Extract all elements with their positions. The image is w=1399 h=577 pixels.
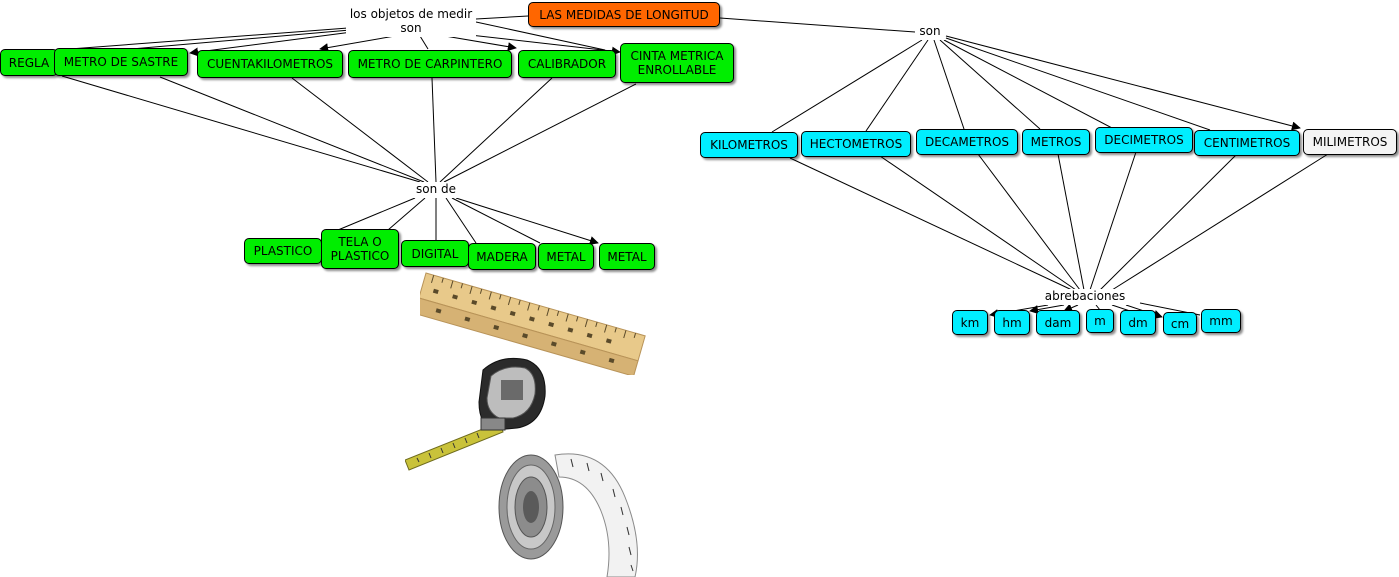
concept-cinta-metrica-enrollable[interactable]: CINTA METRICA ENROLLABLE [620,43,734,83]
link-sonde-plastico [337,197,416,231]
concept-dam[interactable]: dam [1036,310,1080,335]
concept-decimetros[interactable]: DECIMETROS [1095,127,1193,153]
link-objetos-sastre [119,29,351,51]
link-abr-hm [1029,304,1065,315]
link-main-son [719,17,916,33]
link-sonde-metal2 [455,197,599,245]
concept-decametros[interactable]: DECAMETROS [916,129,1018,155]
concept-m[interactable]: m [1086,309,1114,333]
concept-km[interactable]: km [952,310,988,335]
concept-cuentakilometros[interactable]: CUENTAKILOMETROS [197,50,343,78]
concept-digital[interactable]: DIGITAL [401,240,469,267]
link-son-metros [939,39,1041,130]
link-main-objetos [475,15,529,20]
tela-line2: PLASTICO [330,249,390,263]
concept-metros[interactable]: METROS [1022,129,1090,155]
ruler-image [420,272,646,375]
link-calibrador-sonde [439,77,553,183]
link-son-dm [943,39,1113,129]
concept-hm[interactable]: hm [994,310,1030,335]
concept-regla[interactable]: REGLA [0,49,58,76]
concept-metro-de-carpintero[interactable]: METRO DE CARPINTERO [348,50,512,78]
link-objetos-sastre2 [189,31,353,57]
link-cinta-sonde [443,83,637,183]
link-cm-abr [1099,154,1237,291]
phrase-objetos-line1: los objetos de medir [349,7,473,21]
link-mm-abr [1111,153,1329,291]
concept-cm[interactable]: cm [1163,312,1197,335]
concept-centimetros[interactable]: CENTIMETROS [1194,130,1300,156]
link-cuenta-sonde [291,77,429,183]
link-son-km [771,39,923,133]
link-sastre-sonde [159,76,425,183]
concept-hectometros[interactable]: HECTOMETROS [801,131,911,157]
link-son-hm [865,39,929,132]
phrase-objetos-de-medir[interactable]: los objetos de medir son [346,7,476,37]
concept-madera[interactable]: MADERA [468,243,536,270]
link-objetos-cinta [469,34,621,56]
link-son-dam [933,39,965,130]
cinta-line1: CINTA METRICA [630,49,724,63]
link-son-mm [945,35,1301,131]
concept-mm[interactable]: mm [1201,309,1241,333]
link-km-abr [789,157,1073,291]
concept-metal-1[interactable]: METAL [538,243,594,270]
link-objetos-carpintero [419,35,429,50]
phrase-objetos-line2: son [400,21,422,35]
link-dm-abr [1089,151,1137,291]
link-dam-abr [977,153,1081,291]
concept-milimetros[interactable]: MILIMETROS [1303,129,1397,155]
link-regla-sonde [61,75,421,183]
tape-measure-image [405,357,546,471]
concept-tela-o-plastico[interactable]: TELA O PLASTICO [321,229,399,269]
link-metros-abr [1057,153,1085,291]
concept-kilometros[interactable]: KILOMETROS [700,132,798,158]
concept-metro-de-sastre[interactable]: METRO DE SASTRE [54,48,188,76]
cinta-line2: ENROLLABLE [637,63,717,77]
concept-dm[interactable]: dm [1120,310,1156,335]
link-sonde-madera [445,197,477,244]
link-sonde-tela [387,197,426,231]
phrase-son-de[interactable]: son de [412,182,460,198]
link-sonde-metal1 [451,197,541,244]
concept-metal-2[interactable]: METAL [599,243,655,270]
tela-line1: TELA O [338,235,382,249]
link-carpintero-sonde [431,77,437,183]
link-objetos-calibrador [444,35,517,52]
concept-main[interactable]: LAS MEDIDAS DE LONGITUD [528,2,720,27]
concept-calibrador[interactable]: CALIBRADOR [518,50,616,78]
concept-plastico[interactable]: PLASTICO [244,238,322,264]
link-son-cm [945,37,1211,131]
link-objetos-cuenta [319,35,396,53]
phrase-son-right[interactable]: son [915,24,945,40]
phrase-abrebaciones[interactable]: abrebaciones [1042,289,1128,305]
measuring-tape-roll-image [498,453,638,577]
link-hm-abr [879,155,1077,291]
link-objetos-cinta2 [475,21,606,51]
